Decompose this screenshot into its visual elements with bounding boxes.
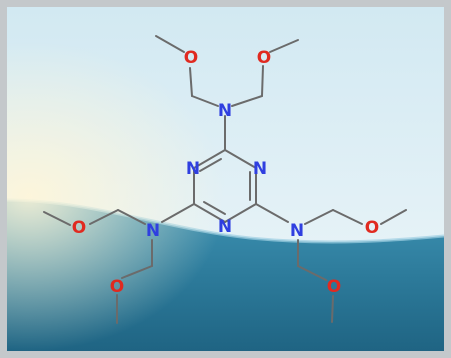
bond-ch2-o-right-lower: [297, 265, 327, 281]
bond-o-left-upper-ch3: [43, 211, 71, 226]
bond-o-right-lower-ch3: [331, 295, 334, 323]
atom-o-top-left: O: [184, 48, 198, 68]
bond-o-top-right-ch3: [269, 39, 299, 53]
atom-n-ring-bottom: N: [218, 217, 232, 237]
ring-double-bond-1: [199, 158, 222, 172]
bond-o-top-left-ch3: [155, 35, 185, 53]
atom-o-right-lower: O: [327, 277, 341, 297]
bond-n-top-ch2-right: [231, 95, 263, 107]
ring-bond-3: [224, 203, 257, 223]
atom-o-left-lower: O: [110, 277, 124, 297]
atom-n-left: N: [146, 221, 160, 241]
bond-n-top-ch2-left: [191, 95, 219, 107]
ring-bond-6: [193, 149, 226, 169]
atom-n-right: N: [290, 221, 304, 241]
bond-n-right-ch2-upper: [304, 209, 334, 225]
bond-o-right-upper-ch3: [380, 209, 407, 225]
bond-ring-n-left: [161, 203, 195, 223]
ring-double-bond-3: [203, 201, 226, 215]
bond-ch2-o-top-left: [189, 67, 193, 97]
bond-ch2-o-left-lower: [121, 265, 153, 279]
bond-ch2-o-left-upper: [89, 209, 119, 225]
molecule-scene: N O O N N N N O O N O O: [7, 7, 444, 351]
atom-o-top-right: O: [257, 48, 271, 68]
atom-n-ring-top-left: N: [186, 159, 200, 179]
atom-n-ring-top-right: N: [253, 159, 267, 179]
light-glare: [7, 7, 444, 351]
atom-n-top: N: [218, 101, 232, 121]
bond-ring-n-right: [255, 203, 289, 223]
atom-o-right-upper: O: [365, 218, 379, 238]
atom-o-left-upper: O: [72, 218, 86, 238]
bond-ch2-o-top-right: [261, 65, 264, 97]
ring-bond-4: [193, 203, 226, 223]
ring-bond-1: [224, 149, 257, 169]
bond-ch2-o-right-upper: [332, 209, 363, 225]
bond-n-left-ch2-upper: [117, 209, 146, 225]
bonds: [43, 35, 407, 324]
